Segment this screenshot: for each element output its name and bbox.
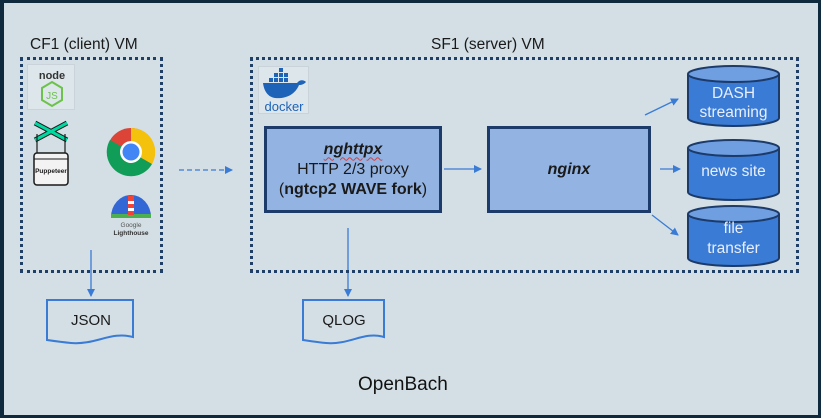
json-output-document: JSON: [46, 299, 136, 345]
docker-logo: docker: [258, 66, 309, 114]
proxy-fork: (ngtcp2 WAVE fork): [278, 180, 428, 198]
server-vm-box: [250, 57, 799, 273]
server-vm-title: SF1 (server) VM: [431, 36, 545, 53]
nginx-to-dash-arrow: [644, 98, 679, 116]
dash-streaming-cylinder: DASH streaming: [686, 64, 781, 128]
svg-text:Puppeteer: Puppeteer: [35, 168, 67, 175]
nginx-to-file-arrow: [651, 214, 679, 236]
nginx-box: nginx: [487, 126, 651, 213]
puppeteer-icon: Puppeteer: [33, 120, 69, 186]
nghttpx-proxy-box: nghttpx HTTP 2/3 proxy (ngtcp2 WAVE fork…: [264, 126, 442, 213]
proxy-name: nghttpx: [323, 140, 383, 158]
document-icon: [46, 299, 134, 345]
puppeteer-logo: Puppeteer: [30, 120, 76, 188]
lighthouse-icon: Google Lighthouse: [111, 195, 151, 237]
nodejs-icon: node JS: [39, 70, 65, 108]
svg-text:Lighthouse: Lighthouse: [113, 230, 148, 237]
nodejs-logo: node JS: [27, 64, 75, 110]
database-icon: [687, 65, 780, 127]
database-icon: [687, 139, 780, 201]
proxy-description: HTTP 2/3 proxy: [297, 160, 409, 178]
svg-text:node: node: [39, 70, 65, 82]
lighthouse-logo: Google Lighthouse: [108, 190, 154, 238]
nginx-name: nginx: [547, 160, 591, 178]
svg-text:Google: Google: [121, 222, 142, 229]
svg-text:JS: JS: [46, 91, 58, 102]
news-site-cylinder: news site: [686, 138, 781, 202]
document-icon: [302, 299, 385, 345]
file-transfer-cylinder: file transfer: [686, 204, 781, 268]
proxy-fork-name: ngtcp2 WAVE fork: [284, 180, 422, 198]
chrome-icon: [106, 127, 156, 177]
client-vm-box: [20, 57, 163, 273]
chrome-logo: [106, 127, 156, 177]
docker-icon: docker: [263, 68, 306, 114]
qlog-output-document: QLOG: [302, 299, 386, 345]
database-icon: [687, 205, 780, 267]
svg-text:docker: docker: [264, 99, 304, 114]
platform-label: OpenBach: [358, 374, 448, 395]
client-vm-title: CF1 (client) VM: [30, 36, 138, 53]
